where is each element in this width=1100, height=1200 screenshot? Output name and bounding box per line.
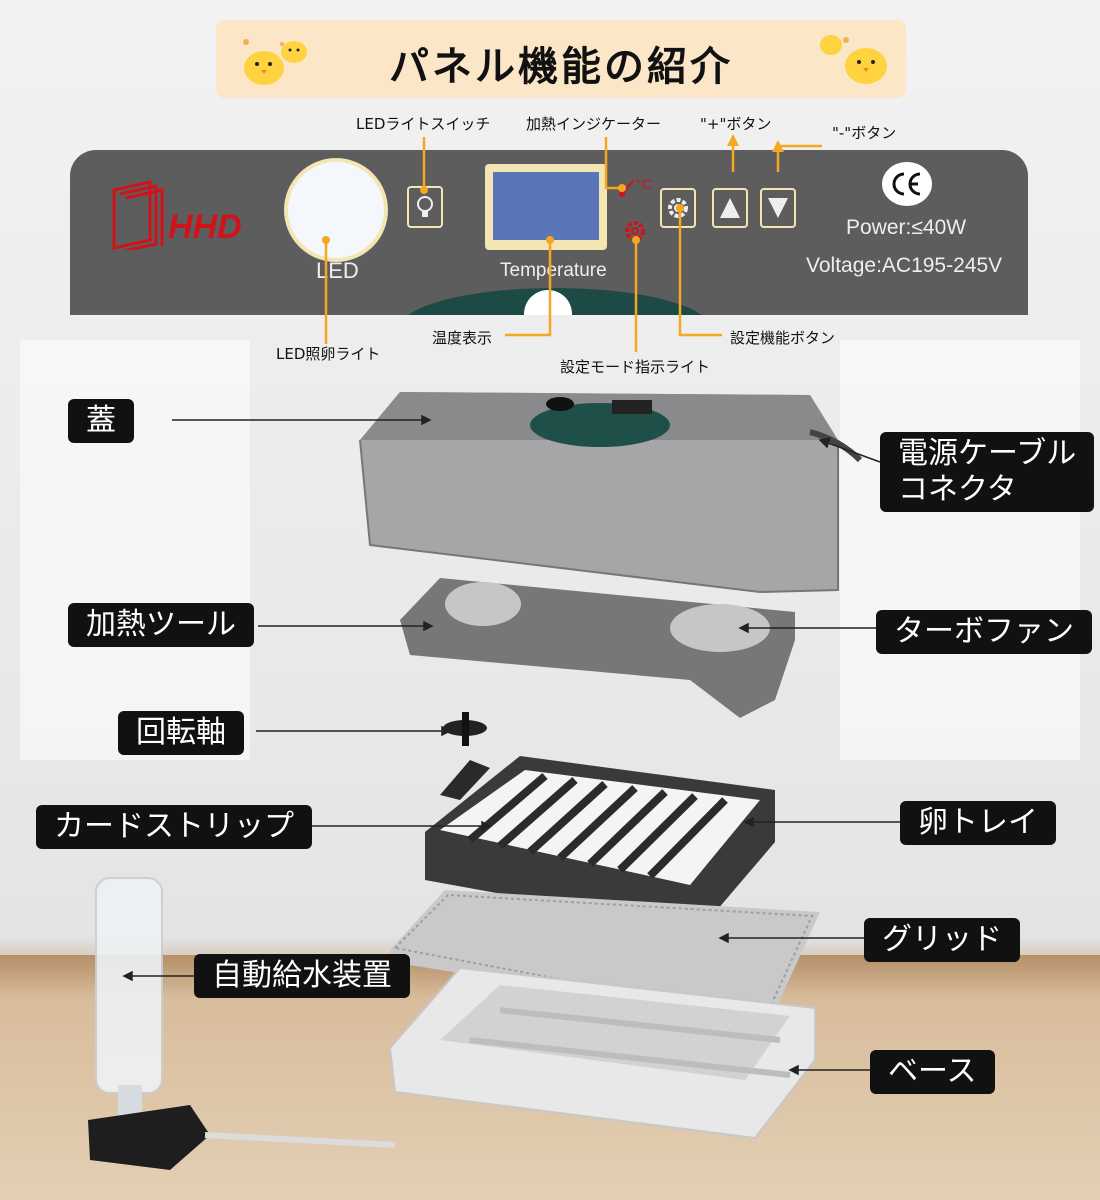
chick-icon	[843, 37, 887, 84]
callout-temp-display: 温度表示	[432, 329, 493, 347]
lightbulb-icon	[417, 196, 433, 217]
temperature-label: Temperature	[500, 260, 607, 281]
voltage-spec: Voltage:AC195-245V	[806, 254, 1003, 277]
plus-button[interactable]	[712, 188, 748, 228]
part-label-turbo-fan: ターボファン	[876, 610, 1092, 654]
callout-minus-button: "-"ボタン	[832, 124, 897, 142]
part-label-card-strip: カードストリップ	[36, 805, 312, 849]
part-label-power-connector-line1: 電源ケーブル	[898, 436, 1077, 471]
part-label-shaft: 回転軸	[118, 711, 244, 755]
callout-led-switch: LEDライトスイッチ	[356, 115, 491, 133]
temperature-display	[485, 164, 607, 250]
ce-mark-icon	[882, 162, 932, 206]
grid-illustration	[390, 890, 820, 1022]
part-label-heater: 加熱ツール	[68, 603, 254, 647]
heater-illustration	[400, 578, 795, 718]
brand-logo-icon	[112, 180, 164, 250]
part-label-water-feeder: 自動給水装置	[194, 954, 410, 998]
thermometer-icon	[619, 179, 635, 197]
background-window	[20, 340, 250, 760]
control-panel: HHD LED Temperature °C Powe	[70, 150, 1028, 315]
part-label-base: ベース	[870, 1050, 995, 1094]
chick-icon	[281, 41, 307, 63]
page-title: パネル機能の紹介	[389, 44, 733, 90]
part-label-egg-tray: 卵トレイ	[900, 801, 1056, 845]
shaft-illustration	[443, 712, 487, 746]
celsius-label: °C	[636, 176, 652, 192]
led-candle-light[interactable]	[288, 162, 384, 258]
lid-illustration	[359, 392, 863, 594]
water-feeder-illustration	[88, 877, 396, 1170]
callout-setting-button: 設定機能ボタン	[730, 329, 836, 347]
part-label-lid: 蓋	[68, 399, 134, 443]
chick-icon	[243, 39, 284, 85]
callout-led-candle: LED照卵ライト	[276, 345, 381, 363]
chick-icon	[820, 35, 842, 55]
led-label: LED	[316, 258, 359, 283]
power-spec: Power:≤40W	[846, 216, 967, 239]
minus-button[interactable]	[760, 188, 796, 228]
title-banner: パネル機能の紹介	[216, 20, 906, 98]
part-label-power-connector: 電源ケーブル コネクタ	[880, 432, 1095, 512]
lcd-screen	[493, 172, 599, 240]
arrow-up-icon	[720, 198, 740, 218]
arrow-down-icon	[768, 198, 788, 218]
callout-heat-indicator: 加熱インジケーター	[526, 115, 662, 133]
background-window	[840, 340, 1080, 760]
brand-name: HHD	[168, 208, 242, 246]
base-illustration	[388, 966, 816, 1140]
callout-setting-mode-light: 設定モード指示ライト	[560, 358, 711, 376]
part-label-grid: グリッド	[864, 918, 1020, 962]
part-label-power-connector-line2: コネクタ	[898, 472, 1017, 507]
egg-tray-illustration	[425, 756, 775, 930]
callout-plus-button: "+"ボタン	[700, 115, 772, 133]
